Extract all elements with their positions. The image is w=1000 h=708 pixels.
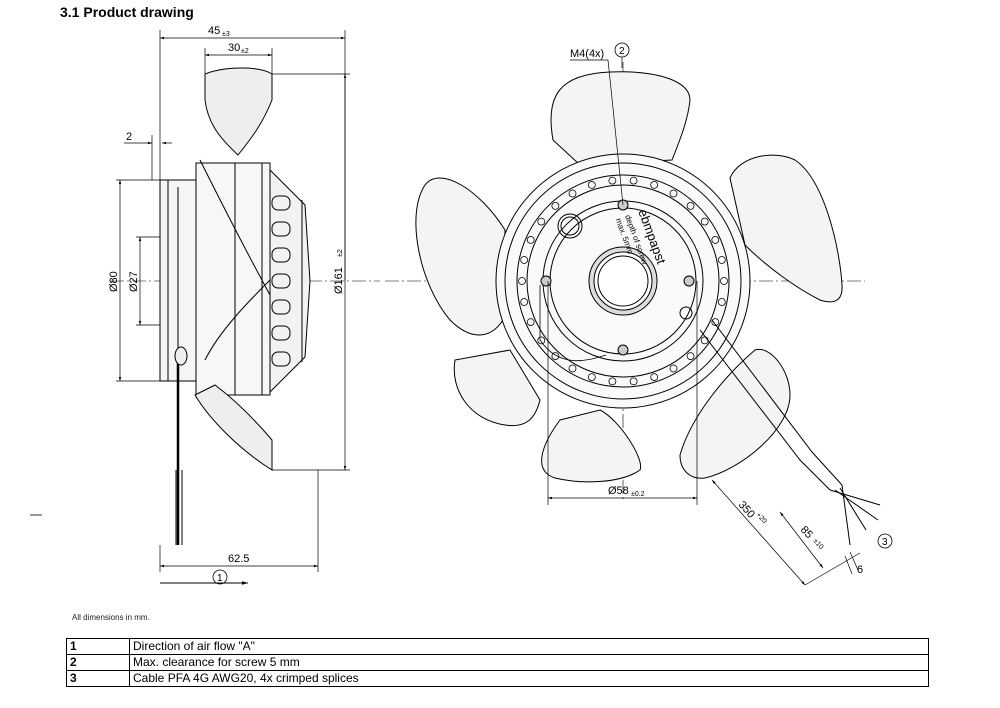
dim-45-tol: ±3 bbox=[222, 31, 230, 38]
dim-85-tol: ±10 bbox=[812, 538, 825, 551]
table-row: 3 Cable PFA 4G AWG20, 4x crimped splices bbox=[66, 670, 929, 687]
dim-350-tol: +20 bbox=[755, 512, 768, 526]
vent-hole bbox=[520, 298, 529, 306]
table-row: 2 Max. clearance for screw 5 mm bbox=[66, 654, 929, 671]
legend-text: Cable PFA 4G AWG20, 4x crimped splices bbox=[129, 670, 929, 687]
legend-number: 3 bbox=[66, 670, 130, 687]
dim-58-tol: ±0.2 bbox=[631, 491, 645, 498]
dim-45: 45 bbox=[208, 25, 220, 37]
vent-hole bbox=[520, 256, 529, 264]
dimensions-note: All dimensions in mm. bbox=[72, 613, 150, 622]
vent-hole bbox=[608, 176, 617, 185]
vent-hole bbox=[568, 189, 577, 198]
vent-hole bbox=[587, 373, 596, 382]
fan-blades bbox=[415, 71, 843, 483]
dim-6: 6 bbox=[857, 564, 863, 576]
vent-hole bbox=[629, 377, 638, 386]
dim-30-tol: ±2 bbox=[241, 48, 249, 55]
vent-hole bbox=[526, 318, 535, 327]
dim-30: 30 bbox=[228, 42, 240, 54]
vent-hole bbox=[686, 201, 695, 210]
vent-hole bbox=[537, 217, 546, 226]
dim-161: Ø161 bbox=[333, 267, 345, 294]
hub-vent-holes bbox=[518, 176, 728, 386]
marker-3: 3 bbox=[882, 537, 888, 548]
vent-hole bbox=[711, 235, 720, 244]
vent-hole bbox=[711, 318, 720, 327]
front-view bbox=[385, 62, 881, 546]
vent-hole bbox=[650, 373, 659, 382]
vent-hole bbox=[608, 377, 617, 386]
dim-350: 350 bbox=[736, 499, 757, 521]
dim-62-5: 62.5 bbox=[228, 553, 249, 565]
vent-hole bbox=[700, 336, 709, 345]
legend-text: Max. clearance for screw 5 mm bbox=[129, 654, 929, 671]
dim-2: 2 bbox=[126, 131, 132, 143]
legend-number: 2 bbox=[66, 654, 130, 671]
table-row: 1 Direction of air flow "A" bbox=[66, 638, 929, 655]
side-dim-labels: 45 ±3 30 ±2 2 Ø80 Ø27 Ø161 ±2 62.5 1 bbox=[108, 25, 345, 584]
rotor-slots bbox=[271, 195, 291, 367]
dim-80: Ø80 bbox=[108, 271, 120, 292]
vent-hole bbox=[686, 352, 695, 361]
vent-hole bbox=[518, 277, 526, 285]
marker-2: 2 bbox=[619, 46, 625, 57]
marker-1: 1 bbox=[217, 573, 223, 584]
side-view bbox=[110, 67, 380, 545]
vent-hole bbox=[568, 364, 577, 373]
front-dimensions bbox=[547, 42, 893, 586]
vent-hole bbox=[717, 298, 726, 306]
legend-text: Direction of air flow "A" bbox=[129, 638, 929, 655]
vent-hole bbox=[551, 352, 560, 361]
vent-hole bbox=[700, 217, 709, 226]
vent-hole bbox=[717, 256, 726, 264]
legend-number: 1 bbox=[66, 638, 130, 655]
vent-hole bbox=[669, 364, 678, 373]
dim-161-tol: ±2 bbox=[337, 249, 344, 257]
dim-58: Ø58 bbox=[608, 485, 629, 497]
legend-table: 1 Direction of air flow "A" 2 Max. clear… bbox=[66, 638, 929, 687]
dim-m4: M4(4x) bbox=[570, 48, 604, 60]
vent-hole bbox=[669, 189, 678, 198]
vent-hole bbox=[587, 180, 596, 189]
vent-hole bbox=[551, 201, 560, 210]
vent-hole bbox=[650, 180, 659, 189]
vent-hole bbox=[720, 277, 728, 285]
vent-hole bbox=[537, 336, 546, 345]
product-drawing: 45 ±3 30 ±2 2 Ø80 Ø27 Ø161 ±2 62.5 1 bbox=[30, 25, 893, 586]
vent-hole bbox=[526, 235, 535, 244]
side-dimensions bbox=[116, 30, 350, 585]
section-title: 3.1 Product drawing bbox=[60, 4, 194, 20]
vent-hole bbox=[629, 176, 638, 185]
dim-27: Ø27 bbox=[128, 271, 140, 292]
